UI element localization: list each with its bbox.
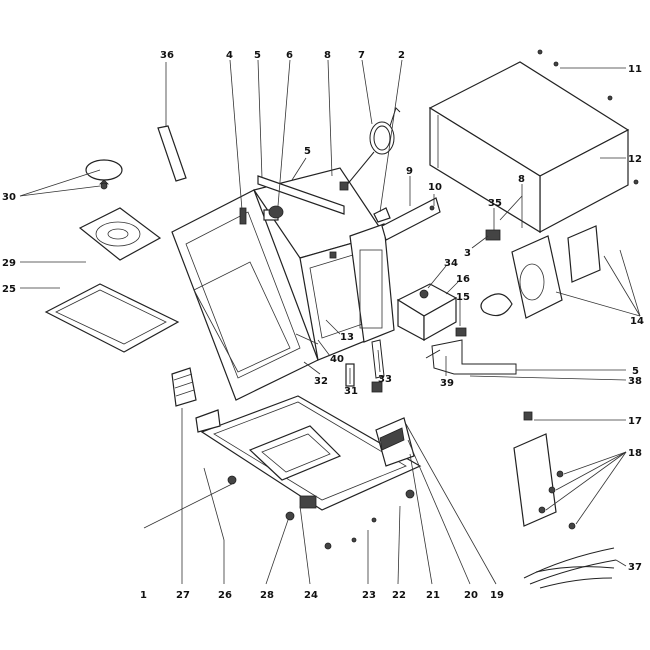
switch-bracket [513,411,576,530]
callout-16: 16 [456,274,470,285]
callout-1: 1 [140,590,147,601]
callout-8-top: 8 [324,50,331,61]
callout-24: 24 [304,590,318,601]
callout-5-mid: 5 [304,146,311,157]
base-plate [195,395,422,550]
magnetron [396,283,458,342]
air-duct [425,327,517,375]
fan-assembly [480,195,601,319]
callout-38: 38 [628,376,642,387]
callout-11: 11 [628,64,642,75]
callout-13: 13 [340,332,354,343]
callout-20: 20 [464,590,478,601]
transformer [375,417,415,467]
callout-30: 30 [2,192,16,203]
leader-lines [19,59,641,585]
callout-15: 15 [456,292,470,303]
callout-6: 6 [286,50,293,61]
callout-28: 28 [260,590,274,601]
callout-25: 25 [2,284,16,295]
callout-3: 3 [464,248,471,259]
callout-14: 14 [630,316,644,327]
callout-34: 34 [444,258,458,269]
callout-4: 4 [226,50,233,61]
wire-harness [523,547,617,589]
turntable-assembly [44,159,180,353]
callout-10: 10 [428,182,442,193]
thermal-fuse [268,205,284,219]
callout-27: 27 [176,590,190,601]
callout-31: 31 [344,386,358,397]
callout-2: 2 [398,50,405,61]
callout-40: 40 [330,354,344,365]
power-cord [339,107,401,191]
callout-17: 17 [628,416,642,427]
outer-cabinet [428,49,639,234]
seal-strip [157,125,187,182]
callout-21: 21 [426,590,440,601]
callout-39: 39 [440,378,454,389]
callout-22: 22 [392,590,406,601]
callout-18: 18 [628,448,642,459]
callout-37: 37 [628,562,642,573]
callout-29: 29 [2,258,16,269]
callout-8-right: 8 [518,174,525,185]
callout-labels: 36 4 5 6 8 7 2 11 5 12 9 10 8 30 35 3 29… [2,50,644,601]
callout-12: 12 [628,154,642,165]
callout-35: 35 [488,198,502,209]
filter-block [171,367,197,407]
callout-5-top: 5 [254,50,261,61]
oven-cavity [171,167,395,401]
callout-36: 36 [160,50,174,61]
cover-plates [373,197,441,241]
callout-33: 33 [378,374,392,385]
callout-9: 9 [406,166,413,177]
callout-5-right: 5 [632,366,639,377]
callout-7: 7 [358,50,365,61]
callout-32: 32 [314,376,328,387]
callout-23: 23 [362,590,376,601]
callout-19: 19 [490,590,504,601]
callout-26: 26 [218,590,232,601]
